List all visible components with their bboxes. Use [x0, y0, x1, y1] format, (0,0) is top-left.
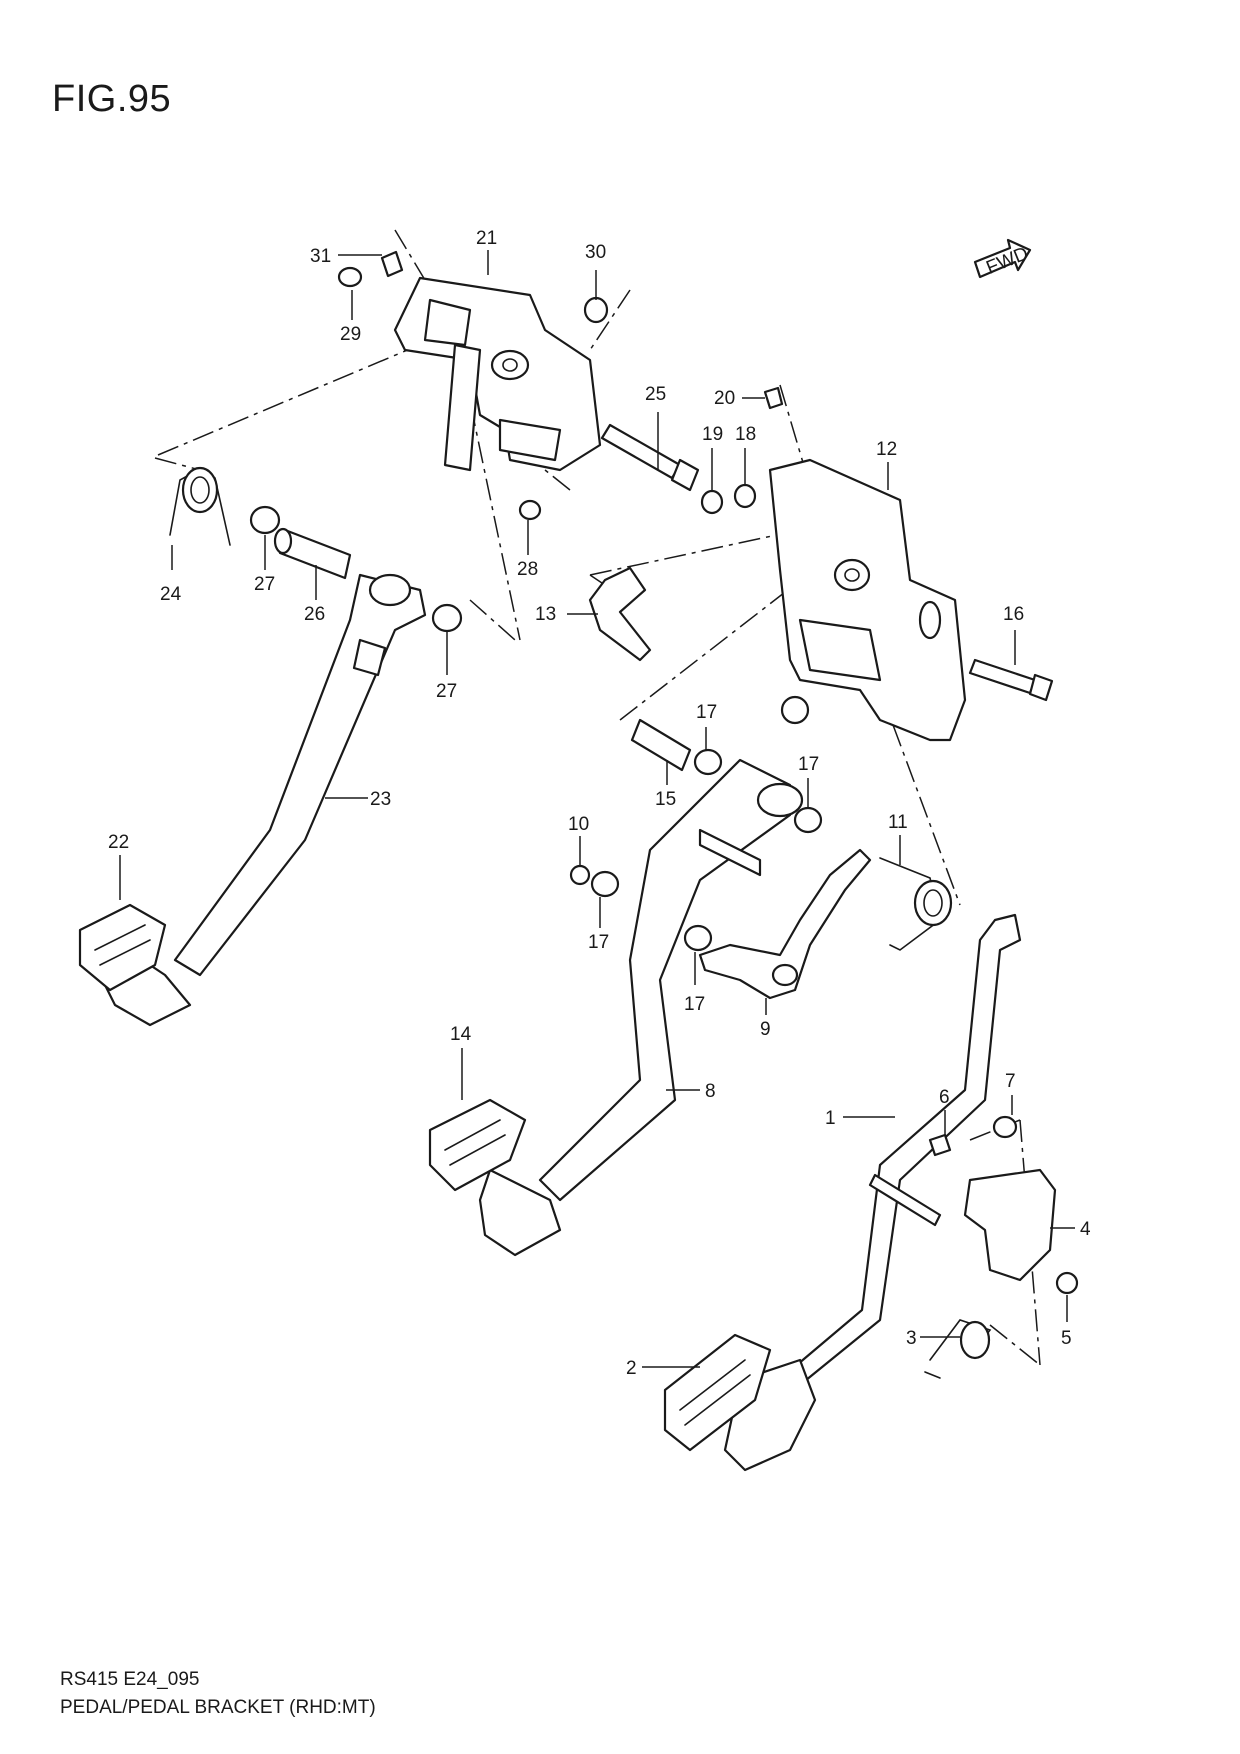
callout-25: 25 [645, 384, 666, 405]
bushings-27-26 [249, 505, 463, 633]
callout-27b: 27 [436, 681, 457, 702]
clip-13 [588, 566, 652, 662]
fasteners [337, 250, 810, 725]
upper-bracket-left [393, 276, 602, 472]
callout-15: 15 [655, 789, 676, 810]
callout-17c: 17 [588, 932, 609, 953]
spring-24 [169, 466, 231, 546]
spring-11 [879, 857, 953, 951]
callout-17a: 17 [696, 702, 717, 723]
callout-18: 18 [735, 424, 756, 445]
callout-7: 7 [1005, 1071, 1016, 1092]
callout-21: 21 [476, 228, 497, 249]
callout-16: 16 [1003, 604, 1024, 625]
callout-19: 19 [702, 424, 723, 445]
callout-17b: 17 [798, 754, 819, 775]
pedal-23 [78, 573, 427, 1027]
callout-26: 26 [304, 604, 325, 625]
callout-12: 12 [876, 439, 897, 460]
footer: RS415 E24_095 PEDAL/PEDAL BRACKET (RHD:M… [60, 1666, 376, 1722]
footer-name: PEDAL/PEDAL BRACKET (RHD:MT) [60, 1697, 376, 1718]
callout-22: 22 [108, 832, 129, 853]
lever-9 [698, 848, 872, 1000]
callout-2: 2 [626, 1358, 637, 1379]
pedal-8 [428, 758, 804, 1257]
callout-27a: 27 [254, 574, 275, 595]
fwd-arrow-icon: FWD [973, 238, 1031, 279]
callout-8: 8 [705, 1081, 716, 1102]
callout-10: 10 [568, 814, 589, 835]
bolt-25 [600, 423, 700, 492]
accelerator-pedal-1 [663, 913, 1022, 1472]
callout-11: 11 [888, 812, 908, 833]
callout-31: 31 [310, 246, 331, 267]
bolt-16 [968, 658, 1054, 702]
upper-bracket-right [768, 458, 967, 742]
collar-15-bushings-17 [569, 718, 823, 952]
callout-30: 30 [585, 242, 606, 263]
callout-1: 1 [825, 1108, 836, 1129]
callout-6: 6 [939, 1087, 950, 1108]
callout-23: 23 [370, 789, 391, 810]
callout-13: 13 [535, 604, 556, 625]
callout-29: 29 [340, 324, 361, 345]
callout-20: 20 [714, 388, 735, 409]
figure-title: FIG.95 [52, 78, 172, 120]
callout-24: 24 [160, 584, 182, 605]
callout-14: 14 [450, 1024, 472, 1045]
callout-3: 3 [906, 1328, 917, 1349]
leader-lines [119, 250, 1075, 1368]
stopper-bracket-4 [868, 1115, 1079, 1379]
callout-28: 28 [517, 559, 538, 580]
callout-4: 4 [1080, 1219, 1091, 1240]
footer-code: RS415 E24_095 [60, 1669, 200, 1690]
callout-labels: 31 21 30 29 25 20 19 18 12 24 27 26 27 2… [108, 228, 1091, 1379]
callout-9: 9 [760, 1019, 771, 1040]
callout-5: 5 [1061, 1328, 1072, 1349]
callout-17d: 17 [684, 994, 705, 1015]
